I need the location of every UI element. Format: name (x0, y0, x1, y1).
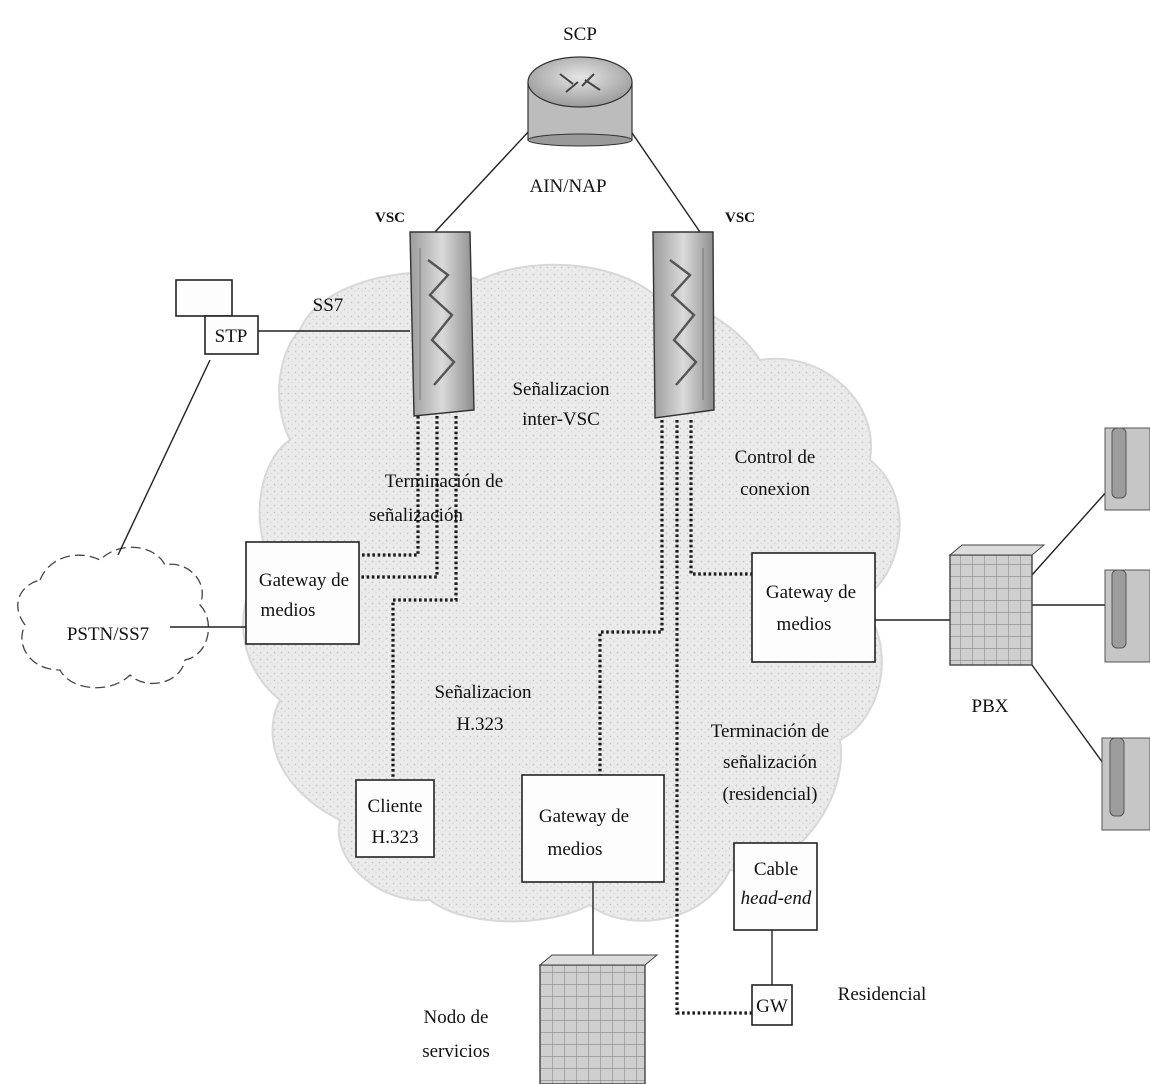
label-senal-inter-1: Señalizacion (512, 379, 610, 400)
label-nodo-1: Nodo de (424, 1007, 489, 1028)
link-pbx-phone-top (1032, 490, 1108, 575)
label-gw-bottom-2: medios (548, 839, 603, 860)
link-scp-vsc-left (435, 130, 530, 232)
phone-icon-bottom (1102, 738, 1150, 830)
scp-router-icon (528, 57, 632, 146)
nodo-servicios-icon (540, 955, 657, 1084)
label-senal-h323-2: H.323 (457, 714, 504, 735)
vsc-left-switch-icon (410, 232, 474, 416)
label-scp: SCP (563, 24, 597, 45)
vsc-right-switch-icon (653, 232, 714, 418)
label-senal-h323-1: Señalizacion (434, 682, 532, 703)
phone-icon-middle (1105, 570, 1150, 662)
label-cable-2: head-end (741, 888, 812, 909)
label-nodo-2: servicios (422, 1041, 490, 1062)
label-cliente-1: Cliente (368, 796, 423, 817)
label-ss7: SS7 (313, 295, 344, 316)
label-cliente-2: H.323 (372, 827, 419, 848)
link-scp-vsc-right (630, 130, 700, 232)
label-gw-left-2: medios (261, 600, 316, 621)
label-term-senal-2: señalización (369, 505, 463, 526)
label-gw-left-1: Gateway de (259, 570, 349, 591)
label-cable-1: Cable (754, 859, 798, 880)
label-gw: GW (756, 996, 788, 1017)
label-residencial: Residencial (838, 984, 927, 1005)
pbx-icon (950, 545, 1044, 665)
label-vsc-right: VSC (725, 210, 755, 226)
label-pstn: PSTN/SS7 (67, 624, 149, 645)
pstn-cloud (18, 547, 209, 687)
label-senal-inter-2: inter-VSC (522, 409, 600, 430)
label-ain-nap: AIN/NAP (529, 176, 606, 197)
link-stp-pstn (118, 360, 210, 555)
label-term-res-3: (residencial) (723, 784, 818, 805)
label-gw-right-1: Gateway de (766, 582, 856, 603)
label-gw-right-2: medios (777, 614, 832, 635)
stp-top-box (176, 280, 232, 316)
label-gw-bottom-1: Gateway de (539, 806, 629, 827)
gateway-left-box (246, 542, 359, 644)
link-pbx-phone-bottom (1032, 665, 1108, 770)
label-control-1: Control de (735, 447, 816, 468)
label-stp: STP (215, 326, 248, 347)
label-term-senal-1: Terminación de (385, 471, 503, 492)
label-term-res-1: Terminación de (711, 721, 829, 742)
gateway-right-box (752, 553, 875, 662)
label-control-2: conexion (740, 479, 810, 500)
label-pbx: PBX (972, 696, 1009, 717)
phone-icon-top (1105, 428, 1150, 510)
gateway-bottom-box (522, 775, 664, 882)
cable-headend-box (734, 843, 817, 930)
label-term-res-2: señalización (723, 752, 817, 773)
label-vsc-left: VSC (375, 210, 405, 226)
